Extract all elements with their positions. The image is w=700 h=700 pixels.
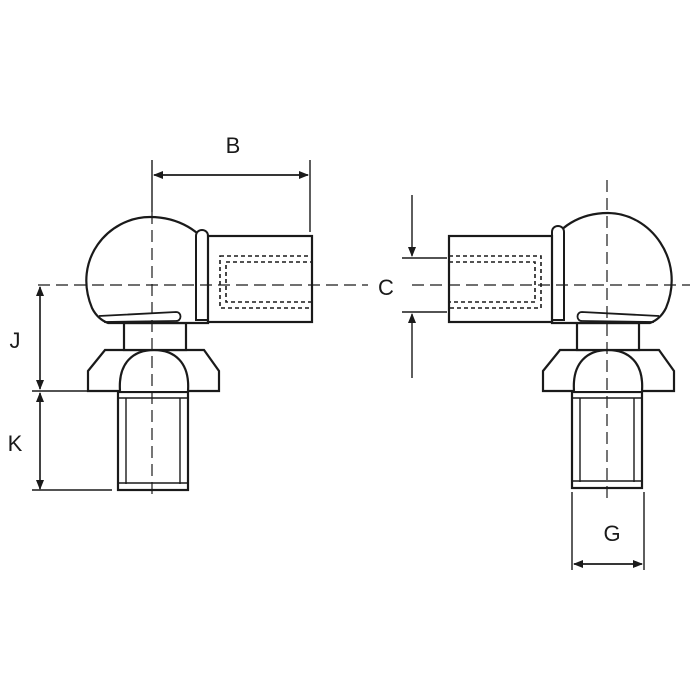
dimension-g	[571, 492, 645, 570]
left-ball-housing	[85, 215, 210, 325]
dimension-b	[151, 160, 311, 232]
left-socket-sleeve	[206, 234, 314, 324]
label-k: K	[8, 431, 23, 456]
label-b: B	[226, 133, 241, 158]
label-c: C	[378, 275, 394, 300]
dimension-c	[402, 195, 447, 378]
label-j: J	[10, 328, 21, 353]
left-retaining-clip	[195, 229, 209, 321]
right-hidden-bore	[448, 255, 542, 309]
right-hex-nut	[541, 348, 676, 393]
right-ball-joint	[447, 211, 676, 490]
label-g: G	[603, 521, 620, 546]
right-ball-housing	[550, 211, 673, 325]
left-hidden-bore	[219, 255, 313, 309]
left-neck	[122, 321, 188, 352]
right-neck	[575, 321, 641, 352]
left-threaded-stud	[116, 390, 190, 492]
left-center-lines	[38, 212, 368, 498]
right-center-lines	[412, 180, 690, 500]
dimension-j	[32, 286, 112, 392]
left-ball-joint	[85, 215, 314, 492]
right-retaining-clip	[551, 225, 565, 321]
left-hex-nut	[86, 348, 221, 393]
right-socket-sleeve	[447, 234, 554, 324]
dimension-k	[32, 392, 112, 491]
